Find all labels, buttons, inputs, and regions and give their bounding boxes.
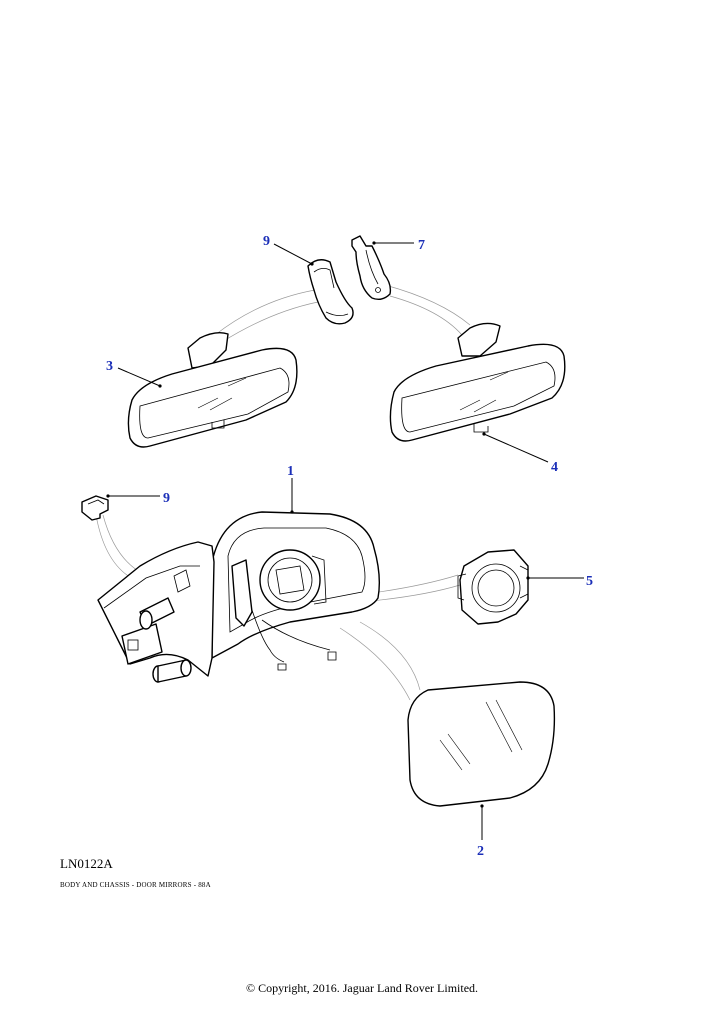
callout-leader-lines bbox=[106, 241, 584, 840]
door-mirror-housing-part-1 bbox=[97, 511, 381, 683]
callout-2: 2 bbox=[477, 844, 484, 859]
glass-backing-plate-part-3 bbox=[457, 549, 529, 625]
callout-1: 1 bbox=[287, 464, 294, 479]
interior-mirror-part-4 bbox=[127, 331, 298, 448]
callout-9: 9 bbox=[163, 491, 170, 506]
diagram-reference-code: LN0122A bbox=[60, 856, 113, 871]
callout-6: 7 bbox=[418, 238, 425, 253]
callout-4: 3 bbox=[106, 359, 113, 374]
copyright-notice: © Copyright, 2016. Jaguar Land Rover Lim… bbox=[245, 981, 479, 995]
mirror-bracket-clip-part-6 bbox=[351, 235, 392, 301]
mirror-clip-part-9 bbox=[81, 495, 109, 521]
callout-7: 9 bbox=[263, 234, 270, 249]
callout-5: 4 bbox=[551, 460, 558, 475]
mirror-glass-part-2 bbox=[407, 681, 556, 807]
interior-mirror-part-5 bbox=[389, 322, 566, 442]
diagram-caption: BODY AND CHASSIS - DOOR MIRRORS - 88A bbox=[60, 881, 211, 889]
callout-3: 5 bbox=[586, 574, 593, 589]
callout-numbers: 9 7 3 4 1 9 5 2 bbox=[106, 234, 593, 859]
mirror-cover-clip-part-7 bbox=[307, 259, 354, 325]
